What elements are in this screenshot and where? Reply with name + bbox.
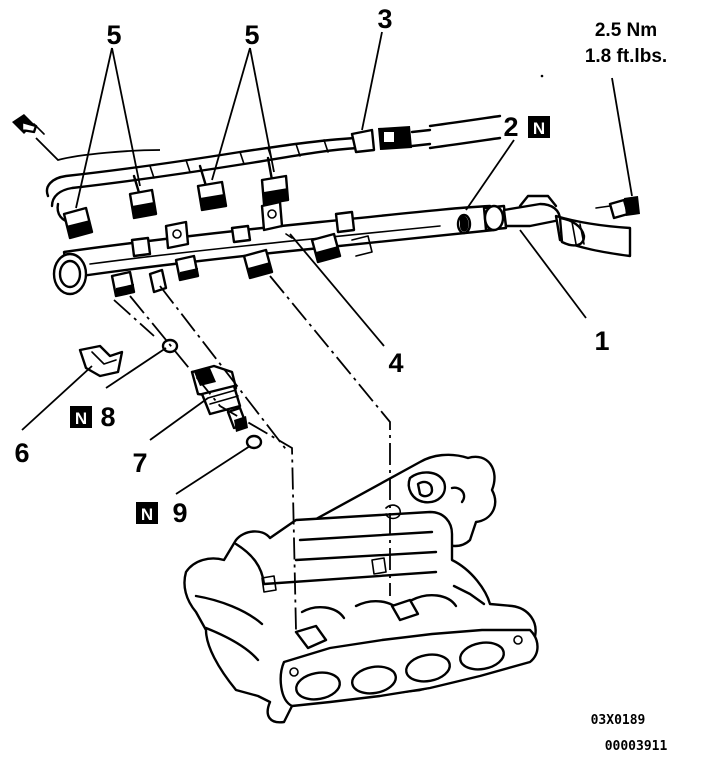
replace-badge-9: N xyxy=(136,502,158,524)
callout-2: 2 xyxy=(503,112,518,142)
callout-9: 9 xyxy=(172,498,187,528)
reference-number: 00003911 xyxy=(605,739,668,754)
callout-5-right: 5 xyxy=(244,20,259,50)
callout-5-left: 5 xyxy=(106,20,121,50)
torque-spec: 2.5 Nm 1.8 ft.lbs. xyxy=(585,20,667,67)
fuel-return-hose-assembly xyxy=(456,194,640,258)
injector-part xyxy=(190,364,248,432)
leader-lines xyxy=(21,31,633,495)
scan-speck xyxy=(540,74,544,78)
intake-manifold xyxy=(183,453,539,724)
svg-text:N: N xyxy=(75,409,87,428)
o-ring-lower-part xyxy=(245,434,263,450)
callout-8: 8 xyxy=(100,402,115,432)
callout-labels: 5 5 3 2 1 4 6 8 7 9 xyxy=(14,4,609,528)
rail-mounting-bolt xyxy=(12,114,45,135)
replace-badge-2: N xyxy=(528,116,550,138)
torque-imperial: 1.8 ft.lbs. xyxy=(585,46,667,67)
callout-3: 3 xyxy=(377,4,392,34)
svg-text:N: N xyxy=(533,119,545,138)
replace-badge-8: N xyxy=(70,406,92,428)
callout-6: 6 xyxy=(14,438,29,468)
callout-1: 1 xyxy=(594,326,609,356)
alignment-lines xyxy=(113,275,391,631)
torque-metric: 2.5 Nm xyxy=(595,20,657,41)
callout-4: 4 xyxy=(388,348,403,378)
drawing-code: 03X0189 xyxy=(591,713,646,728)
figure-codes: 03X0189 00003911 xyxy=(591,713,668,754)
callout-7: 7 xyxy=(132,448,147,478)
replace-badges: N N N xyxy=(70,116,550,524)
injector-connectors xyxy=(62,174,290,240)
svg-text:N: N xyxy=(141,505,153,524)
